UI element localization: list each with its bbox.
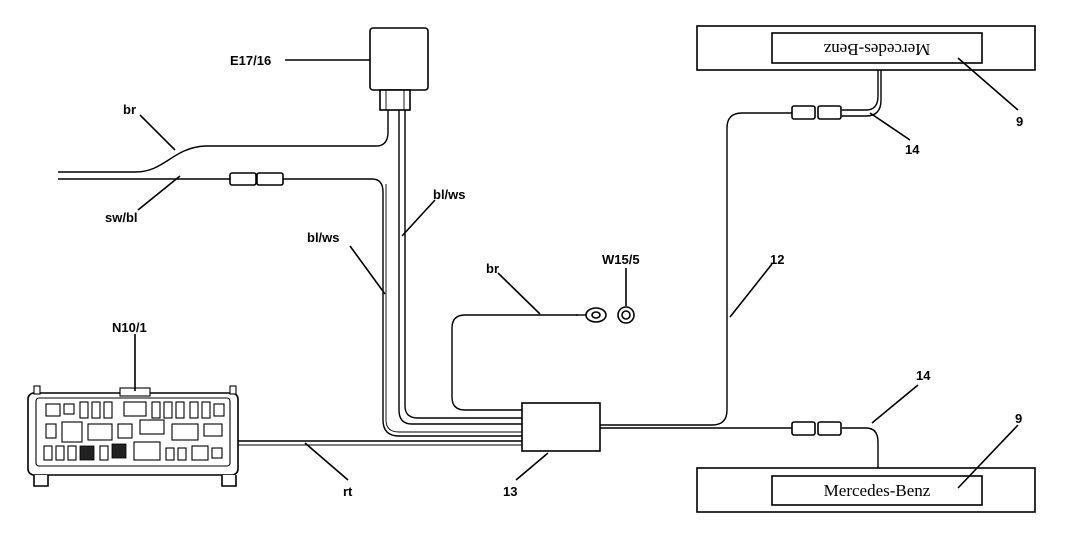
label-br-ground: br [486, 261, 499, 276]
label-e17-16: E17/16 [230, 53, 271, 68]
ground-point-w15-5 [617, 306, 635, 324]
badge-plate-bottom: Mercedes-Benz [696, 467, 1036, 513]
junction-block-13 [521, 402, 601, 452]
inline-connector-bottom-right [791, 421, 842, 436]
inline-connector-top-right [791, 105, 842, 120]
label-12: 12 [770, 252, 784, 267]
inline-connector-left [229, 172, 284, 186]
label-rt: rt [343, 484, 353, 499]
label-13: 13 [503, 484, 517, 499]
label-br-top: br [123, 102, 136, 117]
plate-text-bottom: Mercedes-Benz [824, 481, 931, 500]
n10-1-control-module [27, 385, 239, 487]
label-w15-5: W15/5 [602, 252, 640, 267]
leader-lines [134, 57, 1019, 489]
label-14-bottom: 14 [916, 368, 931, 383]
wiring-harness [58, 70, 882, 468]
ring-terminal [576, 307, 607, 323]
labels: E17/16 br sw/bl bl/ws bl/ws br W15/5 N10… [105, 53, 1023, 499]
label-n10-1: N10/1 [112, 320, 147, 335]
plate-text-top: Mercedes-Benz [823, 40, 930, 59]
label-sw-bl: sw/bl [105, 210, 138, 225]
e17-16-component [369, 27, 429, 111]
label-bl-ws-left: bl/ws [307, 230, 340, 245]
badge-plate-top: Mercedes-Benz [696, 25, 1036, 71]
label-9-top: 9 [1016, 114, 1023, 129]
label-14-top: 14 [905, 142, 920, 157]
label-9-bottom: 9 [1015, 411, 1022, 426]
label-bl-ws-right: bl/ws [433, 187, 466, 202]
